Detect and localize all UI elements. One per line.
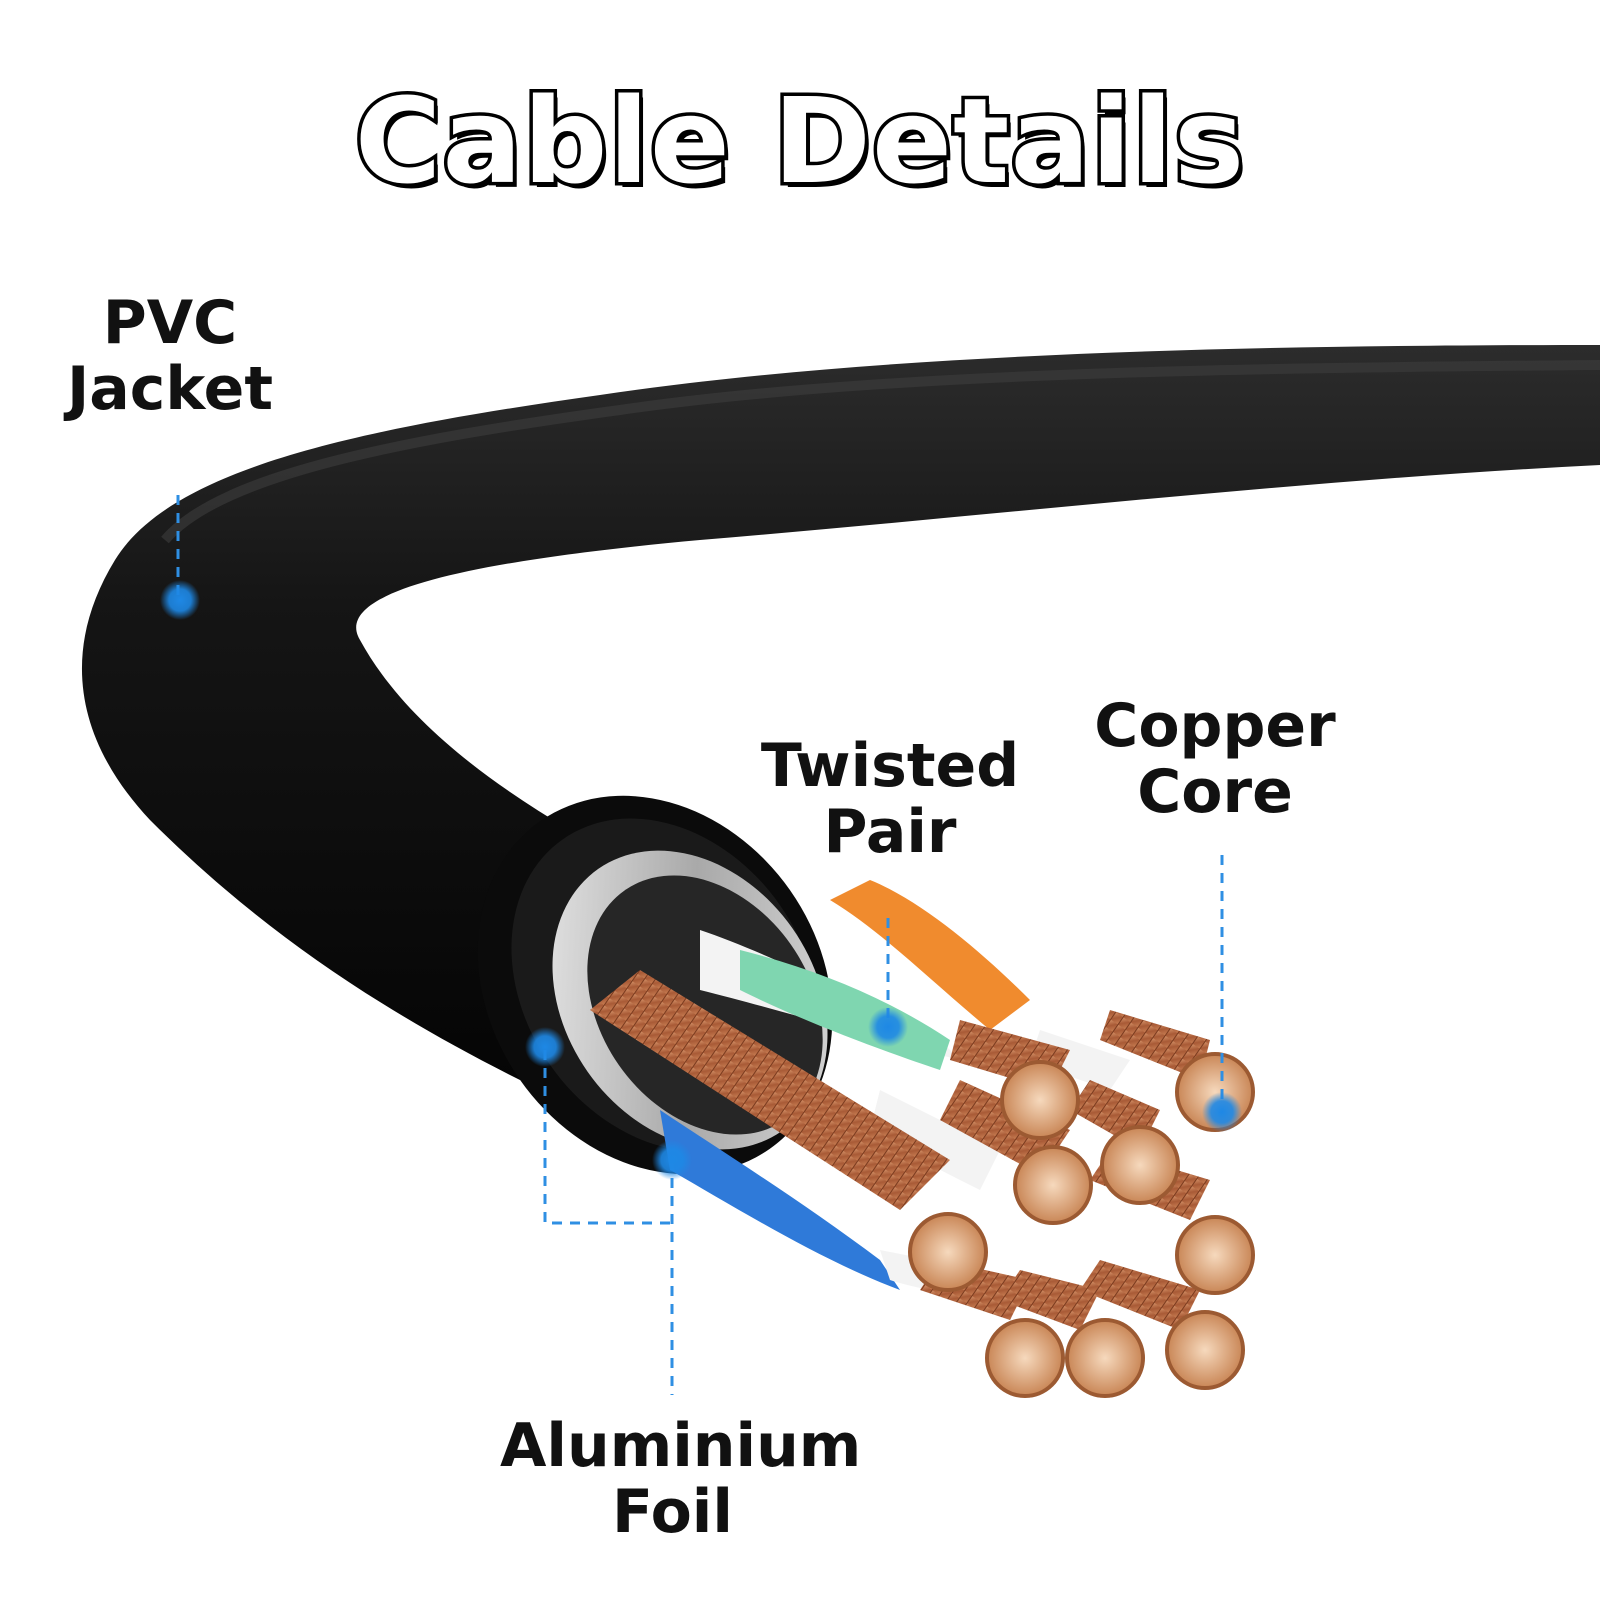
- label-twisted-pair-line2: Pair: [823, 797, 957, 867]
- label-twisted-pair-line1: Twisted: [760, 731, 1020, 801]
- label-pvc-jacket-line1: PVC: [102, 288, 238, 358]
- aluminium-foil-leader: [543, 1050, 672, 1225]
- label-aluminium-foil-line2: Foil: [612, 1477, 733, 1547]
- marker-dots: [160, 580, 1242, 1180]
- pvc-jacket-dot: [160, 580, 200, 620]
- label-copper-core-line2: Core: [1137, 757, 1293, 827]
- label-twisted-pair: Twisted Pair: [740, 733, 1040, 865]
- label-pvc-jacket: PVC Jacket: [55, 290, 285, 422]
- label-pvc-jacket-line2: Jacket: [66, 354, 274, 424]
- label-aluminium-foil: Aluminium Foil: [500, 1411, 862, 1547]
- pvc-jacket: [81, 345, 1600, 1080]
- label-aluminium-foil-line1: Aluminium: [500, 1411, 862, 1481]
- conductor-tips: [908, 1052, 1255, 1398]
- label-copper-core-line1: Copper: [1094, 691, 1336, 761]
- twisted-pair-dot: [868, 1007, 908, 1047]
- foil-dot-left: [525, 1027, 565, 1067]
- leader-lines: [176, 495, 1224, 1395]
- page-title: Cable Details: [351, 69, 1247, 214]
- label-copper-core: Copper Core: [1075, 693, 1355, 825]
- foil-dot-right: [652, 1140, 692, 1180]
- copper-core-dot: [1202, 1092, 1242, 1132]
